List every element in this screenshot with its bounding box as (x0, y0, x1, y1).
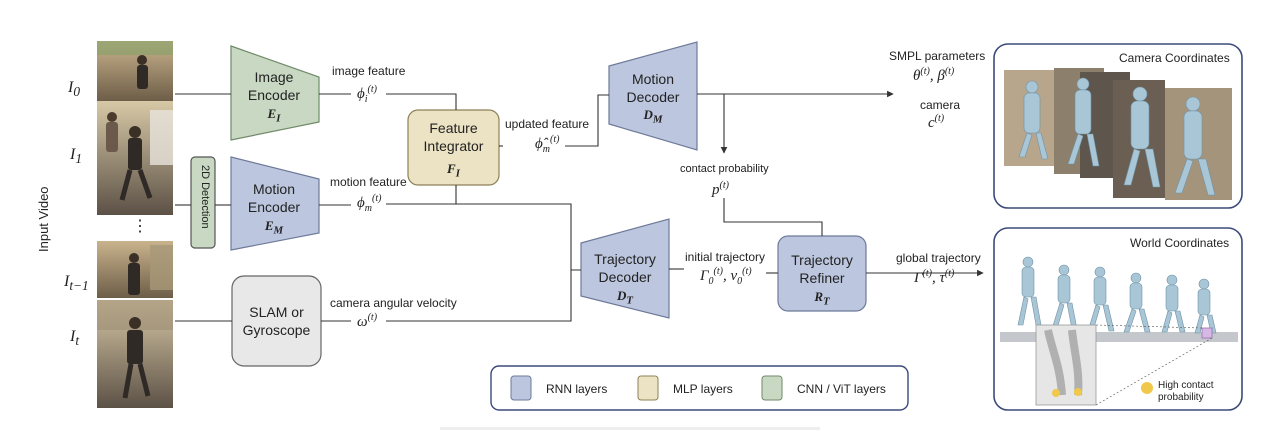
smpl-parameters-label: SMPL parameters (889, 49, 986, 63)
motion-decoder-symbol: DM (643, 107, 663, 126)
trajectory-refiner-symbol: RT (814, 289, 830, 308)
angular-velocity-label: camera angular velocity (330, 296, 457, 310)
updated-feature-label: updated feature (505, 117, 590, 131)
frame-thumbnail-0 (97, 41, 173, 101)
legend-box (490, 365, 909, 411)
motion-encoder-symbol: EM (264, 218, 284, 237)
feature-integrator-symbol: FI (447, 161, 460, 180)
frame-label-t-1: It−1 (64, 273, 89, 294)
global-trajectory-symbol: Γ(t), τ(t) (914, 268, 955, 286)
image-feature-label: image feature (332, 64, 406, 78)
camera-panel-title: Camera Coordinates (1119, 51, 1230, 65)
detection-box (190, 156, 216, 249)
camera-output-label: camera (920, 98, 961, 112)
contact-probability-symbol: p(t) (712, 180, 729, 198)
initial-trajectory-symbol: Γ0(t), ν0(t) (700, 266, 752, 287)
initial-trajectory-label: initial trajectory (685, 250, 766, 264)
feature-integrator-shape (407, 109, 500, 186)
legend-label-rnn: RNN layers (546, 382, 608, 396)
motion-feature-symbol: ϕm(t) (357, 193, 382, 214)
legend-label-mlp: MLP layers (673, 382, 733, 396)
frame-label-t: It (70, 328, 80, 349)
image-encoder-shape (230, 45, 320, 141)
contact-legend-label: High contact probability (1158, 380, 1214, 403)
motion-encoder-shape (230, 156, 320, 251)
ellipsis: ⋮ (132, 218, 148, 235)
global-trajectory-label: global trajectory (896, 251, 981, 265)
connectors (175, 90, 984, 322)
frame-thumbnail-1 (97, 101, 173, 215)
frame-label-0: I0 (68, 79, 80, 100)
motion-feature-label: motion feature (330, 175, 407, 189)
trajectory-decoder-shape (580, 218, 670, 319)
trajectory-decoder-symbol: DT (616, 288, 633, 307)
legend-swatch-mlp (637, 375, 659, 401)
bottom-rule (440, 427, 820, 430)
image-feature-symbol: ϕi(t) (357, 84, 377, 105)
frame-thumbnail-t (97, 300, 173, 408)
detection-label: 2D Detection (199, 165, 211, 229)
world-panel-render (1000, 256, 1238, 406)
legend-swatch-rnn (510, 375, 532, 401)
frame-thumbnail-t-1 (97, 241, 173, 298)
legend-swatch-cnn (761, 375, 783, 401)
angular-velocity-symbol: ω(t) (357, 312, 378, 330)
camera-panel-render (1004, 68, 1232, 200)
motion-decoder-shape (608, 41, 698, 151)
contact-probability-label: contact probability (680, 163, 769, 175)
legend-label-cnn: CNN / ViT layers (797, 382, 886, 396)
smpl-parameters-symbol: θ(t), β(t) (913, 66, 955, 84)
input-video-label: Input Video (36, 186, 51, 252)
camera-output-symbol: c(t) (928, 113, 945, 131)
world-panel-title: World Coordinates (1130, 236, 1230, 250)
frame-label-1: I1 (70, 146, 82, 167)
updated-feature-symbol: ϕ̂m(t) (535, 134, 560, 155)
image-encoder-symbol: EI (267, 106, 281, 125)
